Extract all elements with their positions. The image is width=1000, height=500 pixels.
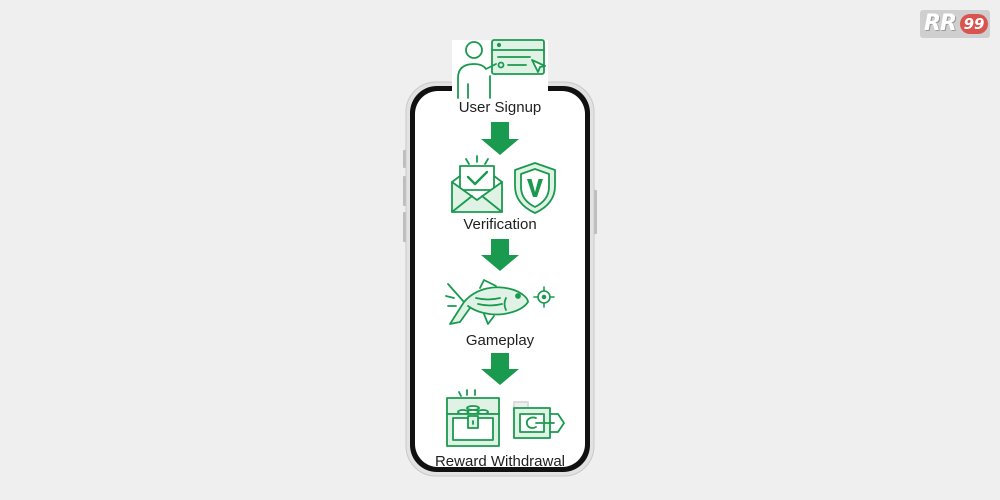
step-label-gameplay: Gameplay [465, 332, 535, 349]
brand-logo: RR 99 [920, 10, 990, 38]
presenter-screen-icon [457, 39, 546, 99]
envelope-check-icon [451, 155, 503, 213]
fish-icon [445, 279, 529, 325]
step-label-user-signup: User Signup [458, 99, 542, 116]
brand-logo-text: RR [924, 11, 957, 36]
flow-arrow-1 [481, 122, 519, 155]
shield-v-icon [514, 162, 556, 214]
cash-transfer-icon [513, 401, 565, 439]
treasure-chest-icon [446, 389, 500, 447]
brand-logo-badge: 99 [960, 14, 988, 34]
step-label-verification: Verification [463, 216, 537, 233]
step-label-reward-withdrawal: Reward Withdrawal [434, 453, 566, 470]
crosshair-icon [533, 286, 555, 308]
flow-arrow-2 [481, 239, 519, 271]
flow-arrow-3 [481, 353, 519, 385]
